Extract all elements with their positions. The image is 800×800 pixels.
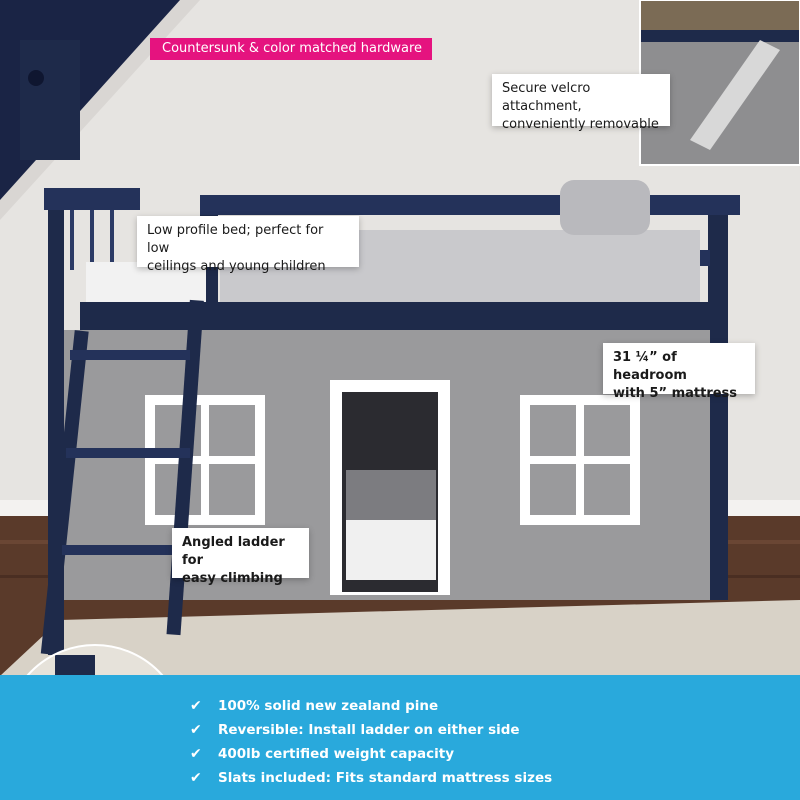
feature-text: Reversible: Install ladder on either sid…: [218, 722, 520, 738]
feature-item: ✔ 100% solid new zealand pine: [190, 694, 750, 718]
velcro-callout-line2: conveniently removable: [502, 117, 659, 132]
hardware-callout: Countersunk & color matched hardware: [150, 38, 432, 60]
feature-item: ✔ Reversible: Install ladder on either s…: [190, 718, 750, 742]
velcro-callout: Secure velcro attachment, conveniently r…: [492, 74, 670, 132]
ladder-callout: Angled ladder for easy climbing: [172, 528, 309, 586]
low-profile-callout-line1: Low profile bed; perfect for low: [147, 223, 324, 256]
check-icon: ✔: [190, 746, 202, 762]
velcro-callout-line1: Secure velcro attachment,: [502, 81, 591, 114]
ladder-callout-line2: easy climbing: [182, 571, 283, 586]
feature-text: 400lb certified weight capacity: [218, 746, 455, 762]
feature-list: ✔ 100% solid new zealand pine ✔ Reversib…: [190, 694, 750, 790]
headroom-callout-line2: with 5” mattress: [613, 386, 738, 401]
feature-text: 100% solid new zealand pine: [218, 698, 439, 714]
features-panel: [0, 675, 800, 800]
feature-item: ✔ 400lb certified weight capacity: [190, 742, 750, 766]
check-icon: ✔: [190, 770, 202, 786]
low-profile-callout: Low profile bed; perfect for low ceiling…: [137, 216, 359, 274]
headroom-callout-line1: 31 ¼” of headroom: [613, 350, 687, 383]
feature-item: ✔ Slats included: Fits standard mattress…: [190, 766, 750, 790]
check-icon: ✔: [190, 698, 202, 714]
check-icon: ✔: [190, 722, 202, 738]
low-profile-callout-line2: ceilings and young children: [147, 259, 326, 274]
ladder-callout-line1: Angled ladder for: [182, 535, 285, 568]
headroom-callout: 31 ¼” of headroom with 5” mattress: [603, 343, 755, 401]
feature-text: Slats included: Fits standard mattress s…: [218, 770, 553, 786]
